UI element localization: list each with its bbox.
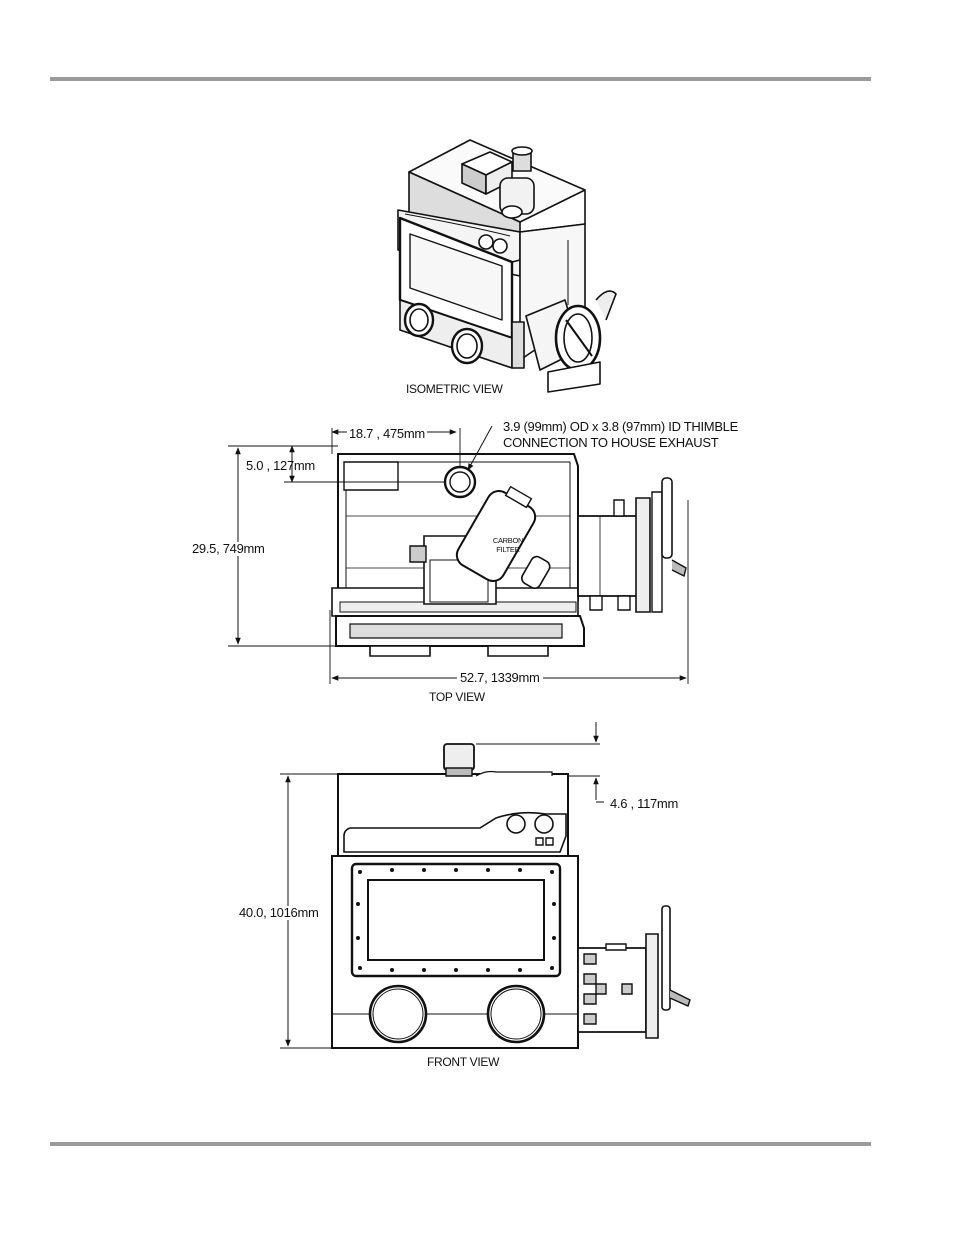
dim-height-label: 40.0, 1016mm [237, 906, 321, 920]
exhaust-note-line2: CONNECTION TO HOUSE EXHAUST [503, 436, 718, 450]
dim-depth-label: 29.5, 749mm [190, 542, 267, 556]
top-view-caption: TOP VIEW [429, 690, 485, 704]
dim-width-label: 52.7, 1339mm [457, 671, 543, 685]
isometric-view-caption: ISOMETRIC VIEW [406, 382, 502, 396]
front-view-caption: FRONT VIEW [427, 1055, 499, 1069]
exhaust-note-line1: 3.9 (99mm) OD x 3.8 (97mm) ID THIMBLE [503, 420, 738, 434]
dim-inlet-offset-label: 18.7 , 475mm [347, 427, 427, 441]
filter-label: CARBON FILTER [486, 536, 530, 554]
front-view-drawing [280, 722, 690, 1048]
dim-inlet-depth-label: 5.0 , 127mm [246, 459, 315, 473]
isometric-view-drawing [398, 140, 616, 392]
filter-label-line2: FILTER [496, 545, 519, 554]
filter-label-line1: CARBON [493, 536, 523, 545]
dim-exhaust-height-label: 4.6 , 117mm [610, 797, 678, 811]
